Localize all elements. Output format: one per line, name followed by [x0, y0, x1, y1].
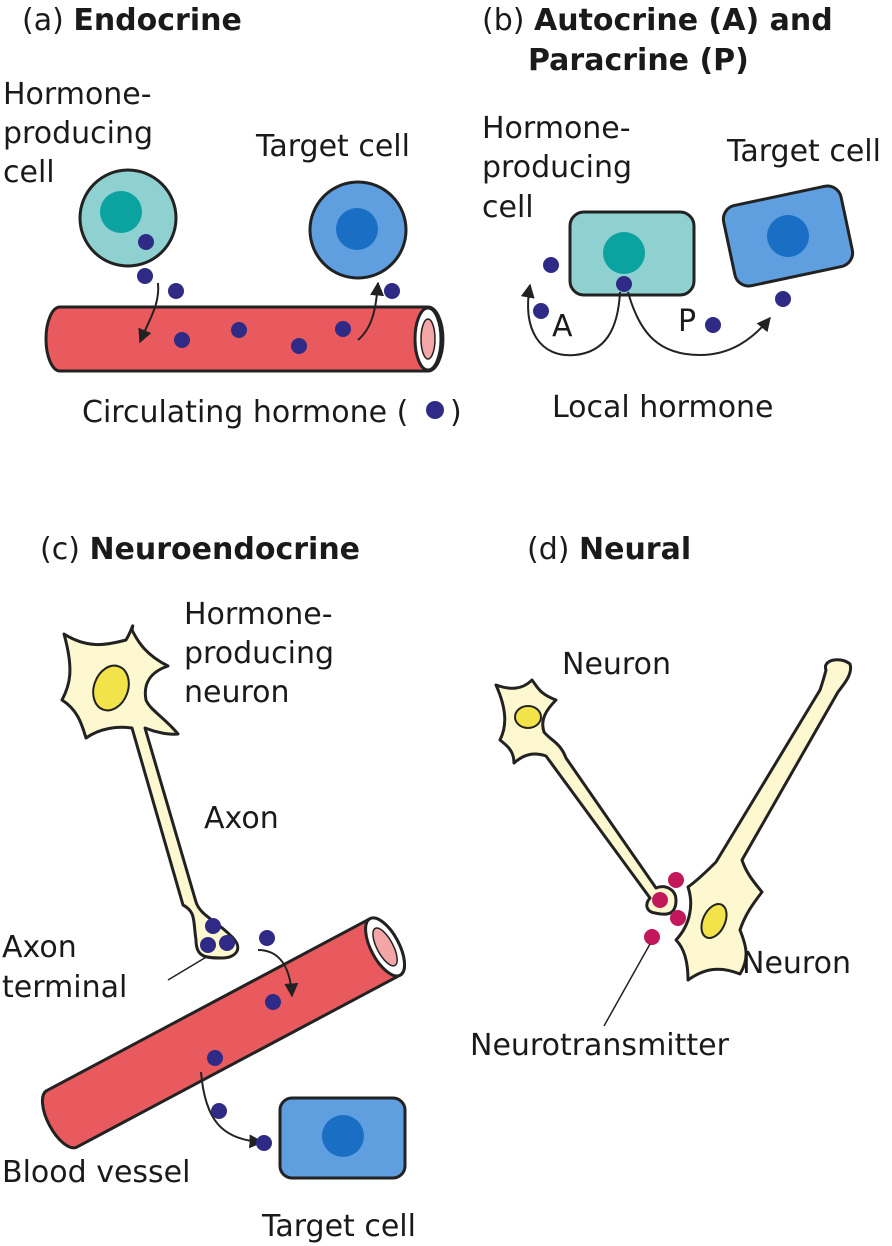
panel-b-paracrine-marker: P — [678, 304, 696, 339]
panel-a-producer-label-1: Hormone- — [3, 77, 152, 112]
panel-b-autocrine-paracrine: (b) Autocrine (A) and Paracrine (P) Horm… — [482, 3, 881, 425]
panel-a-endocrine: (a) Endocrine Hormone- producing cell Ta… — [3, 3, 462, 430]
panel-b-hormone-dot — [533, 303, 549, 319]
panel-d-neuron-bottom-label: Neuron — [742, 946, 851, 981]
panel-a-hormone-dot — [231, 322, 247, 338]
panel-c-delivery-arrow — [200, 1071, 264, 1149]
panel-d-neurotransmitter-leader-line — [603, 943, 651, 1027]
panel-c-blood-vessel — [40, 916, 407, 1150]
panel-c-target-label: Target cell — [261, 1209, 416, 1244]
panel-b-autocrine-marker: A — [552, 309, 573, 344]
panel-a-producer-nucleus — [100, 191, 142, 233]
panel-b-producer-label-3: cell — [482, 190, 534, 225]
panel-a-producer-label-3: cell — [3, 155, 55, 190]
panel-c-hormone-dot — [207, 1050, 223, 1066]
panel-d-neurotransmitter-dot — [668, 872, 684, 888]
panel-b-target-nucleus — [767, 215, 809, 257]
panel-c-target-nucleus — [322, 1115, 364, 1157]
panel-c-neuron-nucleus — [92, 664, 130, 712]
panel-b-target-label: Target cell — [726, 134, 881, 169]
panel-b-target-cell — [721, 184, 855, 288]
panel-b-title-line2: Paracrine (P) — [528, 43, 749, 78]
panel-c-secretion-arrow — [257, 949, 299, 998]
panel-d-postsynaptic-neuron — [674, 658, 853, 982]
panel-a-target-nucleus — [336, 208, 378, 250]
panel-d-top-neuron-nucleus — [514, 705, 542, 729]
panel-a-circulating-close: ) — [450, 395, 462, 430]
panel-c-neuron-label-3: neuron — [184, 675, 290, 710]
panel-d-title: (d) Neural — [527, 532, 691, 567]
panel-c-hormone-dot — [219, 935, 235, 951]
panel-c-hormone-dot — [256, 1135, 272, 1151]
panel-b-autocrine-arrow — [520, 283, 621, 357]
panel-c-hormone-dot — [205, 918, 221, 934]
panel-a-producer-cell — [78, 168, 178, 268]
panel-d-neurotransmitter-dot — [670, 910, 686, 926]
panel-d-presynaptic-neuron — [494, 678, 678, 916]
panel-b-producer-label-2: producing — [482, 150, 632, 185]
panel-c-terminal-label-1: Axon — [2, 930, 77, 965]
panel-d-neurotransmitter-dot — [644, 929, 660, 945]
panel-b-hormone-dot — [775, 291, 791, 307]
panel-c-neuron-label-2: producing — [184, 636, 334, 671]
panel-a-hormone-dot — [168, 283, 184, 299]
panel-d-neuron-top-label: Neuron — [562, 647, 671, 682]
panel-a-hormone-dot — [137, 268, 153, 284]
panel-b-producer-cell — [568, 210, 696, 297]
panel-a-hormone-dot — [335, 321, 351, 337]
panel-d-neural: (d) Neural Neuron Neuron Neurotransmitte… — [470, 532, 853, 1063]
panel-c-hormone-dot — [265, 994, 281, 1010]
panel-b-hormone-dot — [616, 276, 632, 292]
panel-a-hormone-dot — [291, 338, 307, 354]
panel-a-circulating-label: Circulating hormone ( — [82, 395, 408, 430]
panel-c-neuroendocrine: (c) Neuroendocrine Hormone- producing ne… — [2, 532, 416, 1244]
panel-b-producer-label-1: Hormone- — [482, 111, 631, 146]
panel-a-target-cell — [308, 180, 408, 280]
panel-d-bottom-neuron-nucleus — [700, 903, 728, 939]
panel-b-producer-nucleus — [603, 232, 645, 274]
panel-b-paracrine-arrow — [627, 291, 771, 357]
panel-d-neurotransmitter-dot — [652, 892, 668, 908]
panel-a-uptake-arrow — [357, 281, 385, 341]
panel-a-secretion-arrow — [138, 282, 160, 344]
panel-c-terminal-label-2: terminal — [2, 970, 127, 1005]
panel-c-hormone-dot — [259, 930, 275, 946]
panel-c-hormone-dot — [211, 1103, 227, 1119]
panel-b-title-line1: (b) Autocrine (A) and — [482, 3, 833, 38]
panel-a-producer-label-2: producing — [3, 116, 153, 151]
panel-b-hormone-dot — [705, 317, 721, 333]
panel-a-target-label: Target cell — [255, 129, 410, 164]
panel-c-hormone-dot — [200, 937, 216, 953]
panel-a-hormone-dot — [138, 234, 154, 250]
panel-a-title: (a) Endocrine — [22, 3, 242, 38]
panel-a-hormone-dot — [174, 332, 190, 348]
panel-d-neurotransmitter-label: Neurotransmitter — [470, 1028, 730, 1063]
panel-c-axon-label: Axon — [204, 801, 279, 836]
panel-c-vessel-label: Blood vessel — [2, 1155, 190, 1190]
panel-c-title: (c) Neuroendocrine — [40, 532, 360, 567]
panel-b-hormone-dot — [543, 257, 559, 273]
panel-a-legend-hormone-icon — [426, 401, 444, 419]
panel-c-terminal-leader-line — [167, 955, 209, 981]
panel-b-local-hormone-label: Local hormone — [552, 390, 774, 425]
panel-a-blood-vessel — [44, 305, 445, 373]
panel-a-hormone-dot — [384, 283, 400, 299]
panel-c-target-cell — [278, 1096, 407, 1180]
panel-c-neuron-label-1: Hormone- — [184, 597, 333, 632]
